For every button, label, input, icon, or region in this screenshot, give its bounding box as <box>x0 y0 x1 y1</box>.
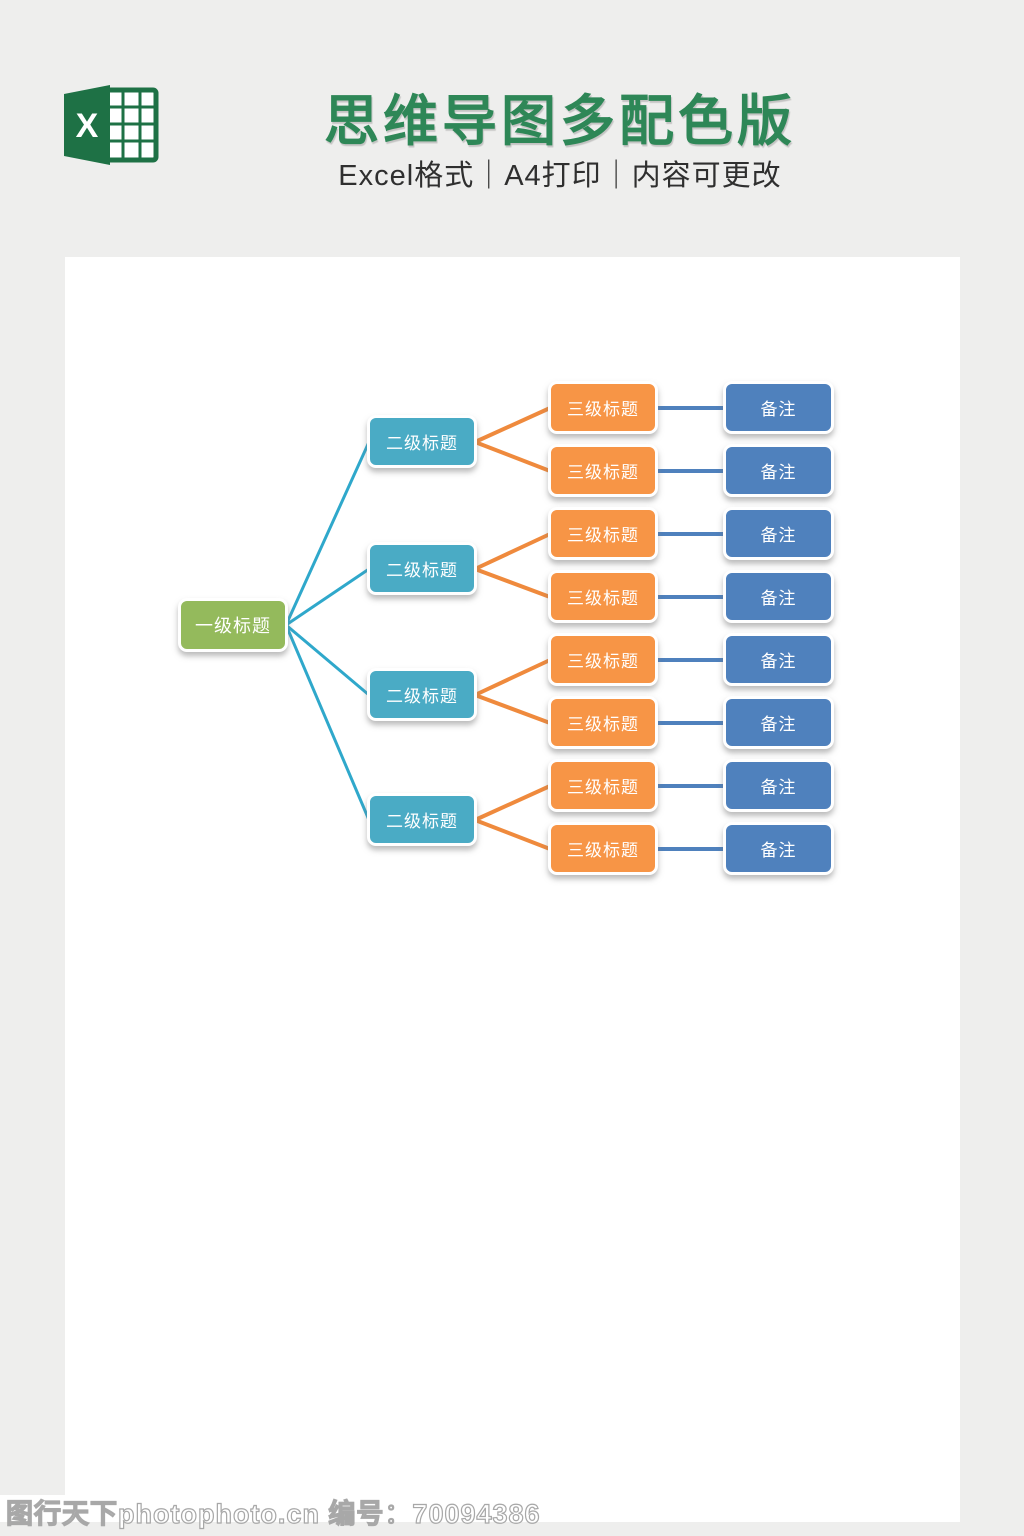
level2-level3-connectors <box>473 406 552 851</box>
level3-note-connectors <box>654 406 727 851</box>
level3-node: 三级标题 <box>548 759 658 812</box>
connector-lines <box>284 406 727 851</box>
level3-node: 三级标题 <box>548 822 658 875</box>
note-node: 备注 <box>723 822 834 875</box>
footer-strip <box>0 1495 65 1522</box>
note-node: 备注 <box>723 570 834 623</box>
page-title: 思维导图多配色版 <box>323 90 796 152</box>
level2-node: 二级标题 <box>367 415 477 468</box>
page-subtitle: Excel格式｜A4打印｜内容可更改 <box>338 160 782 192</box>
note-node: 备注 <box>723 759 834 812</box>
level1-level2-connectors <box>284 440 371 822</box>
level2-node: 二级标题 <box>367 542 477 595</box>
level1-node: 一级标题 <box>178 598 288 652</box>
level3-node: 三级标题 <box>548 633 658 686</box>
note-node: 备注 <box>723 507 834 560</box>
level3-node: 三级标题 <box>548 570 658 623</box>
note-node: 备注 <box>723 696 834 749</box>
level3-node: 三级标题 <box>548 381 658 434</box>
excel-logo-icon: X <box>64 85 159 165</box>
excel-cover-shape <box>64 85 110 165</box>
level3-node: 三级标题 <box>548 444 658 497</box>
level3-node: 三级标题 <box>548 507 658 560</box>
note-node: 备注 <box>723 444 834 497</box>
excel-logo-letter: X <box>76 107 99 145</box>
level3-node: 三级标题 <box>548 696 658 749</box>
level2-node: 二级标题 <box>367 793 477 846</box>
level2-node: 二级标题 <box>367 668 477 721</box>
note-node: 备注 <box>723 633 834 686</box>
note-node: 备注 <box>723 381 834 434</box>
worksheet-canvas: 一级标题 二级标题 二级标题 二级标题 二级标题 三级标题 三级标题 三级标题 … <box>65 257 960 1522</box>
watermark-text: 图行天下photophoto.cn 编号：70094386 <box>5 1498 541 1529</box>
